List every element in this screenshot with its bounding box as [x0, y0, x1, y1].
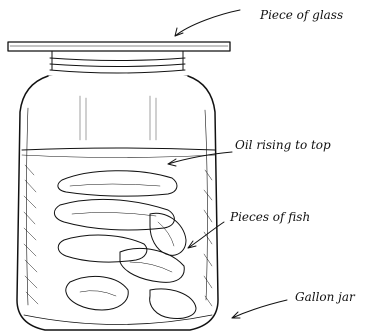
- label-piece-of-glass: Piece of glass: [260, 8, 343, 22]
- label-gallon-jar: Gallon jar: [295, 290, 355, 304]
- jar-neck: [48, 51, 188, 80]
- label-oil-rising: Oil rising to top: [235, 138, 331, 152]
- glass-plate: [8, 42, 230, 51]
- jar-arrow: [232, 300, 287, 318]
- glass-arrow: [175, 10, 240, 36]
- label-pieces-of-fish: Pieces of fish: [230, 210, 310, 224]
- jar-body: [17, 76, 218, 330]
